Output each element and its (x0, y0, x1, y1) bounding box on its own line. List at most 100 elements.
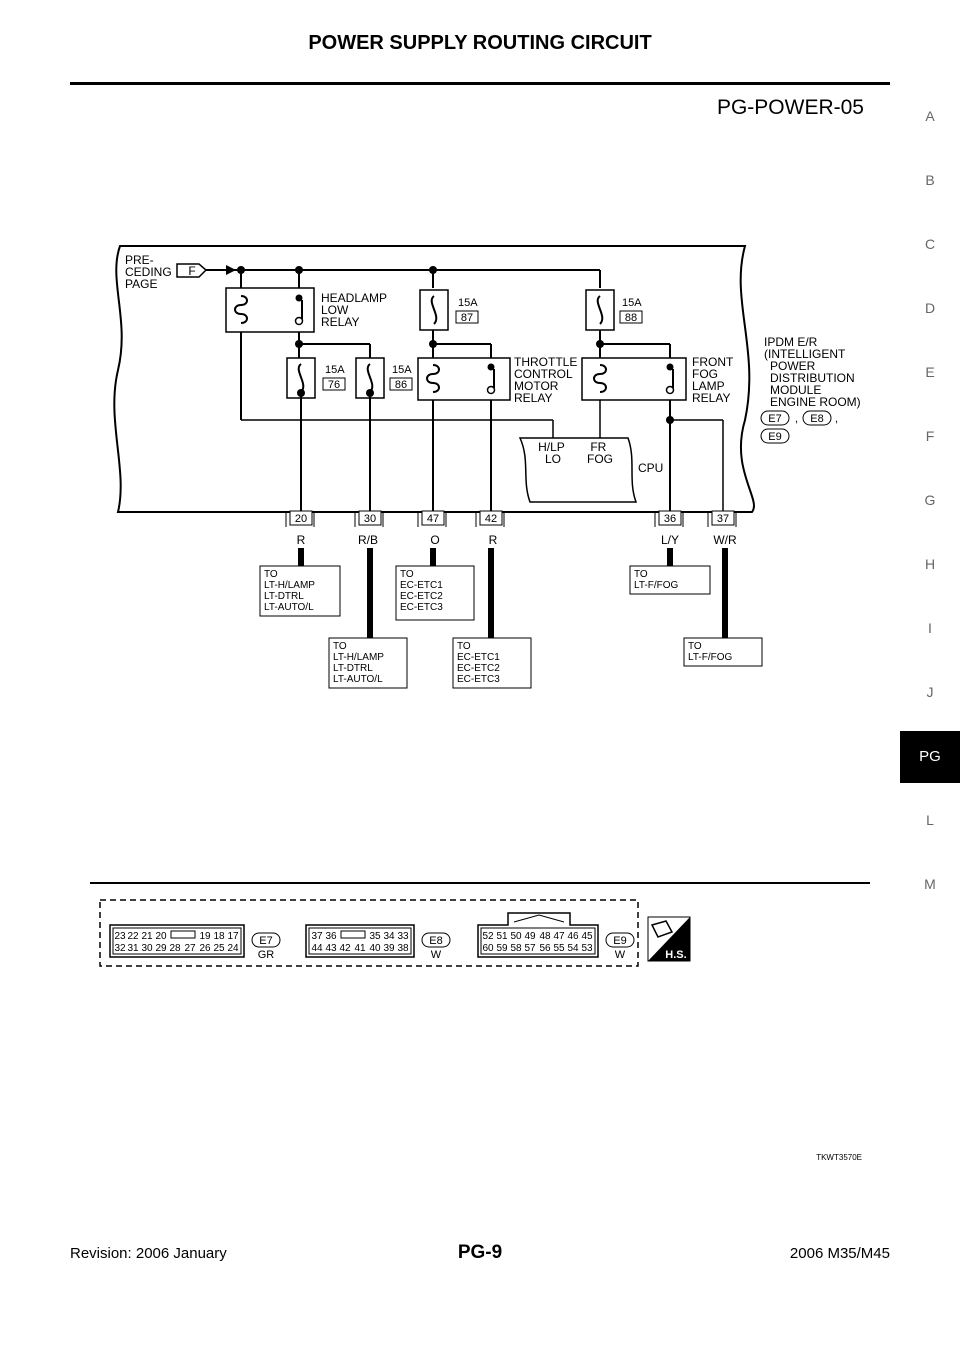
footer-revision: Revision: 2006 January (70, 1245, 227, 1262)
tab-f[interactable]: F (925, 428, 935, 444)
svg-text:43: 43 (325, 943, 337, 954)
tab-j[interactable]: J (926, 684, 934, 700)
wire-color-wr: W/R (713, 533, 737, 547)
figure-code: TKWT3570E (816, 1153, 862, 1162)
svg-text:35: 35 (369, 931, 381, 942)
throttle-relay-label: THROTTLE CONTROL MOTOR RELAY (514, 355, 581, 405)
terminal-36: 36 (654, 510, 684, 527)
connector-frame (99, 899, 639, 967)
svg-text:51: 51 (496, 931, 508, 942)
footer-model: 2006 M35/M45 (789, 1245, 890, 1262)
svg-text:W: W (615, 949, 626, 961)
svg-text:57: 57 (524, 943, 536, 954)
fuse-88-rating: 15A (622, 297, 642, 309)
footer-page-number: PG-9 (457, 1242, 503, 1263)
svg-text:44: 44 (311, 943, 323, 954)
svg-text:42: 42 (485, 513, 497, 525)
wire-color-r: R (297, 533, 306, 547)
svg-text:41: 41 (354, 943, 366, 954)
svg-text:46: 46 (567, 931, 579, 942)
diagram-id: PG-POWER-05 (716, 96, 864, 119)
cpu-block (518, 437, 638, 503)
fuse-76-rating: 15A (325, 364, 345, 376)
connector-divider (90, 882, 870, 884)
tab-pg[interactable]: PG (900, 731, 960, 783)
ipdm-connector-e8: E8 (810, 413, 823, 425)
svg-text:18: 18 (213, 931, 225, 942)
tab-i[interactable]: I (928, 620, 932, 636)
svg-text:19: 19 (199, 931, 211, 942)
fuse-86-number: 86 (395, 379, 407, 391)
svg-text:58: 58 (510, 943, 522, 954)
fog-relay (581, 357, 687, 401)
fuse-76-number: 76 (328, 379, 340, 391)
svg-text:36: 36 (664, 513, 676, 525)
svg-text:20: 20 (155, 931, 167, 942)
headlamp-relay-label: HEADLAMP LOW RELAY (321, 291, 390, 329)
svg-text:37: 37 (717, 513, 729, 525)
fuse-88-number: 88 (625, 312, 637, 324)
svg-text:29: 29 (155, 943, 167, 954)
ipdm-outline (113, 245, 755, 513)
svg-text:28: 28 (169, 943, 181, 954)
svg-text:55: 55 (553, 943, 565, 954)
svg-text:47: 47 (553, 931, 565, 942)
fuse-87-rating: 15A (458, 297, 478, 309)
cpu-input-hlp-lo: H/LP LO (538, 440, 568, 466)
tab-d[interactable]: D (924, 300, 936, 316)
ipdm-connector-e7: E7 (768, 413, 781, 425)
terminal-20: 20 (285, 510, 315, 527)
svg-text:30: 30 (364, 513, 376, 525)
svg-text:24: 24 (227, 943, 239, 954)
svg-text:H.S.: H.S. (665, 949, 686, 961)
svg-text:W: W (431, 949, 442, 961)
ipdm-connector-e9: E9 (768, 431, 781, 443)
svg-text:54: 54 (567, 943, 579, 954)
prev-page-connector-label: F (188, 264, 195, 278)
headlamp-relay (225, 287, 315, 333)
svg-text:52: 52 (482, 931, 494, 942)
svg-text:37: 37 (311, 931, 323, 942)
svg-text:33: 33 (397, 931, 409, 942)
page-title: POWER SUPPLY ROUTING CIRCUIT (308, 32, 652, 54)
svg-text:31: 31 (127, 943, 139, 954)
svg-text:20: 20 (295, 513, 307, 525)
tab-m[interactable]: M (924, 876, 936, 892)
wire-color-ly: L/Y (661, 533, 679, 547)
svg-text:,: , (835, 413, 838, 425)
svg-text:48: 48 (539, 931, 551, 942)
tab-h[interactable]: H (924, 556, 936, 572)
svg-text:34: 34 (383, 931, 395, 942)
tab-c[interactable]: C (924, 236, 936, 252)
prev-page-label: PRE- CEDING PAGE (125, 253, 175, 291)
ipdm-label: IPDM E/R (INTELLIGENT POWER DISTRIBUTION… (764, 335, 861, 409)
terminal-37: 37 (707, 510, 737, 527)
wire-color-r2: R (489, 533, 498, 547)
svg-text:45: 45 (581, 931, 593, 942)
tab-l[interactable]: L (926, 812, 934, 828)
throttle-relay (417, 357, 511, 401)
svg-text:38: 38 (397, 943, 409, 954)
tab-a[interactable]: A (925, 108, 935, 124)
svg-text:40: 40 (369, 943, 381, 954)
wire-color-rb: R/B (358, 533, 378, 547)
tab-e[interactable]: E (925, 364, 935, 380)
svg-text:22: 22 (127, 931, 139, 942)
svg-text:59: 59 (496, 943, 508, 954)
svg-text:,: , (795, 413, 798, 425)
tab-g[interactable]: G (924, 492, 936, 508)
svg-text:50: 50 (510, 931, 522, 942)
terminal-42: 42 (475, 510, 505, 527)
svg-text:53: 53 (581, 943, 593, 954)
tab-b[interactable]: B (925, 172, 935, 188)
header-rule (70, 82, 890, 85)
